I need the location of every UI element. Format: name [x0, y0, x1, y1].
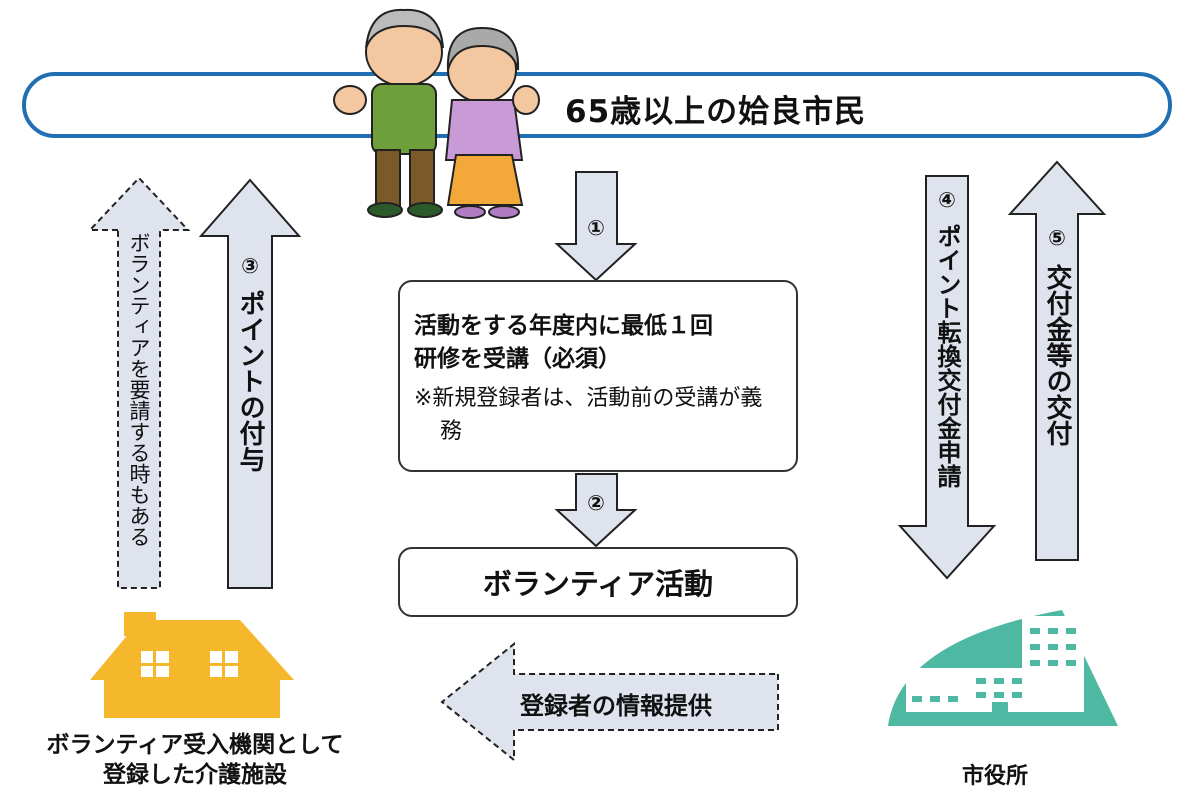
care-facility-house-icon [90, 612, 294, 718]
care-facility-caption: ボランティア受入機関として 登録した介護施設 [10, 730, 380, 790]
city-hall-building-icon [888, 610, 1118, 726]
step-4-label: ポイント転換交付金申請 [933, 224, 961, 488]
arrow-volunteer-request [87, 176, 191, 589]
elderly-couple-illustration [333, 8, 540, 219]
step-3-number: ③ [241, 254, 259, 278]
care-facility-caption-line-2: 登録した介護施設 [103, 762, 287, 788]
step-5-number: ⑤ [1048, 226, 1066, 250]
step-3-label: ポイントの付与 [235, 290, 265, 472]
arrow-step-2 [554, 473, 638, 548]
banner-title: 65歳以上の姶良市民 [565, 94, 867, 130]
arrow-step-3 [198, 178, 302, 589]
step-2-number: ② [587, 491, 605, 515]
training-note: ※新規登録者は、活動前の受講が義務 [414, 386, 763, 444]
arrow-step-4 [897, 175, 997, 580]
citizen-banner [22, 72, 1172, 138]
city-hall-caption: 市役所 [961, 764, 1028, 789]
volunteer-activity-box: ボランティア活動 [398, 547, 798, 617]
step-1-number: ① [587, 216, 605, 240]
volunteer-activity-label: ボランティア活動 [482, 567, 714, 601]
arrow-info-provision [440, 641, 779, 763]
care-facility-caption-line-1: ボランティア受入機関として [46, 732, 344, 758]
volunteer-request-label: ボランティアを要請する時もある [127, 232, 151, 547]
info-provision-label: 登録者の情報提供 [520, 692, 712, 720]
step-5-label: 交付金等の交付 [1042, 264, 1072, 446]
arrow-step-1 [554, 171, 638, 282]
step-4-number: ④ [938, 188, 956, 212]
training-line-2: 研修を受講（必須） [414, 346, 621, 372]
training-requirement-box: 活動をする年度内に最低１回 研修を受講（必須） ※新規登録者は、活動前の受講が義… [398, 280, 798, 472]
training-line-1: 活動をする年度内に最低１回 [414, 313, 713, 339]
arrow-step-5 [1007, 160, 1107, 561]
